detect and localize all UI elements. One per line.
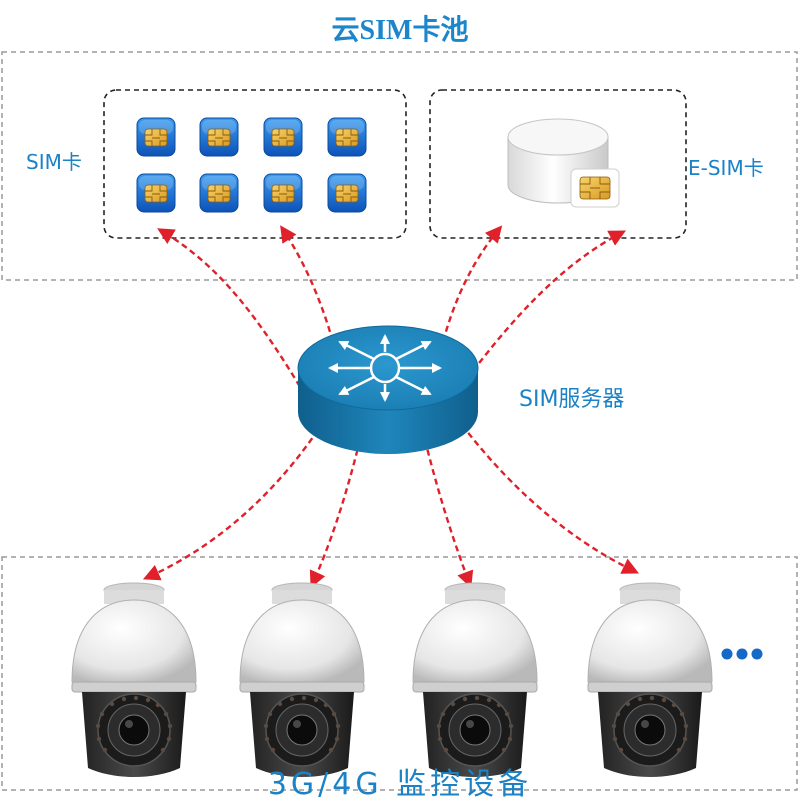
cloud-sim-pool-frame (1, 51, 798, 281)
link-to-camera-1 (142, 429, 319, 581)
dome-camera-icon (587, 582, 713, 778)
sim-card-group-frame (103, 89, 407, 239)
link-to-camera-4 (461, 424, 640, 574)
sim-card-icon (263, 173, 303, 213)
dome-camera-icon (71, 582, 197, 778)
sim-card-icon (327, 117, 367, 157)
esim-card-label: E-SIM卡 (688, 156, 764, 180)
sim-card-grid (136, 117, 367, 213)
camera-row (71, 582, 713, 778)
sim-server-label: SIM服务器 (519, 387, 625, 412)
dome-camera-icon (239, 582, 365, 778)
esim-group-frame (429, 89, 687, 239)
link-to-camera-2 (309, 439, 362, 589)
pool-title: 云SIM卡池 (331, 15, 469, 46)
esim-module-icon (507, 118, 620, 208)
dome-camera-icon (412, 582, 538, 778)
link-to-sim-a (157, 228, 307, 396)
sim-card-icon (327, 173, 367, 213)
sim-card-icon (199, 173, 239, 213)
sim-card-icon (136, 173, 176, 213)
link-to-camera-3 (423, 439, 474, 589)
sim-card-icon (199, 117, 239, 157)
sim-card-icon (136, 117, 176, 157)
device-group-frame (1, 556, 798, 791)
ellipsis-icon (721, 648, 763, 660)
router-icon (297, 325, 479, 454)
sim-card-icon (263, 117, 303, 157)
device-group-label: 3G/4G 监控设备 (267, 767, 533, 802)
sim-card-label: SIM卡 (26, 150, 82, 174)
